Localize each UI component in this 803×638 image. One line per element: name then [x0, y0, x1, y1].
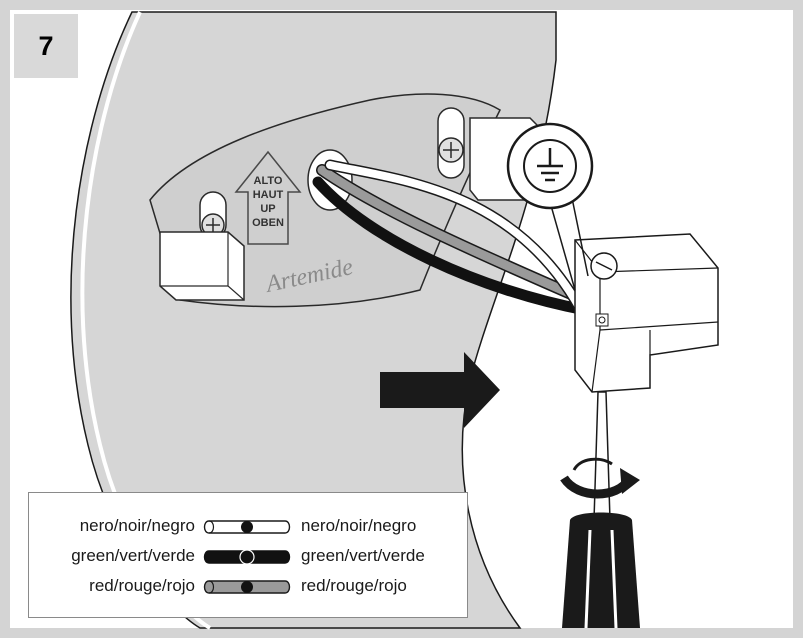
legend-right-label: red/rouge/rojo: [301, 576, 407, 595]
wire-black-icon: [203, 549, 291, 565]
arrow-label-4: OBEN: [252, 217, 284, 229]
legend-right-label: green/vert/verde: [301, 546, 425, 565]
arrow-label-2: HAUT: [253, 189, 284, 201]
legend-right-label: nero/noir/negro: [301, 516, 417, 535]
ground-earth-icon: [523, 139, 577, 193]
legend-left-label: nero/noir/negro: [79, 516, 195, 535]
callout-line-left: [547, 194, 576, 291]
arrow-label-3: UP: [260, 203, 275, 215]
screwdriver-handle: [562, 512, 640, 628]
legend-row: green/vert/verde green/vert/verde: [29, 541, 467, 575]
legend-left-label: green/vert/verde: [71, 546, 195, 565]
left-clip: [159, 231, 245, 301]
callout-line-right: [571, 197, 589, 277]
wire-white-icon: [203, 520, 291, 534]
up-arrow-icon: [234, 150, 302, 245]
arrow-label-1: ALTO: [254, 175, 283, 187]
wire-grey: [317, 165, 590, 305]
wire-grey-icon: [203, 580, 291, 594]
wire-white: [326, 161, 589, 322]
step-number: 7: [14, 14, 78, 78]
legend-row: red/rouge/rojo red/rouge/rojo: [29, 571, 467, 605]
legend-row: nero/noir/negro nero/noir/negro: [29, 511, 467, 545]
wire-color-legend: nero/noir/negro nero/noir/negro green/ve…: [28, 492, 468, 618]
screwdriver-shaft: [593, 391, 611, 521]
terminal-mark: [595, 313, 609, 327]
wire-black: [312, 176, 591, 316]
legend-left-label: red/rouge/rojo: [89, 576, 195, 595]
rotation-arrow-icon: [572, 457, 613, 471]
push-arrow-icon: [380, 352, 500, 428]
